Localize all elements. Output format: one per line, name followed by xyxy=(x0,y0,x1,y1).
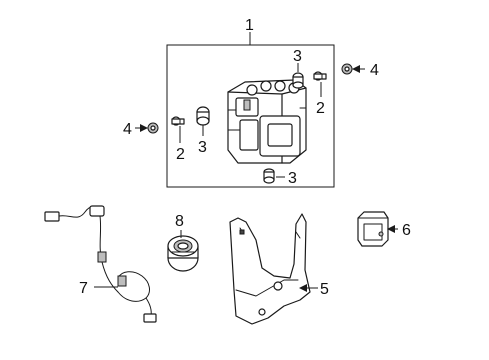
callout-8: 8 xyxy=(175,213,184,230)
callout-3-bottom: 3 xyxy=(288,170,297,187)
callout-4-right: 4 xyxy=(370,62,379,79)
callout-6: 6 xyxy=(402,222,411,239)
mounting-bracket xyxy=(229,213,311,325)
bearing xyxy=(167,235,199,272)
bushing-left xyxy=(196,106,210,126)
bushing-bottom xyxy=(263,168,275,184)
nut-left xyxy=(147,122,159,134)
bolt-right xyxy=(313,71,327,81)
callout-1: 1 xyxy=(245,17,254,34)
callout-2-right: 2 xyxy=(316,100,325,117)
nut-right xyxy=(341,63,353,75)
bushing-top xyxy=(292,72,304,89)
insulator-block xyxy=(357,211,389,247)
callout-3-left: 3 xyxy=(198,139,207,156)
speed-sensor-harness xyxy=(44,205,157,323)
callout-2-left: 2 xyxy=(176,146,185,163)
callout-7: 7 xyxy=(79,280,88,297)
callout-4-left: 4 xyxy=(123,121,132,138)
callout-5: 5 xyxy=(320,281,329,298)
abs-actuator xyxy=(227,79,307,164)
callout-3-top: 3 xyxy=(293,48,302,65)
bolt-left xyxy=(171,116,185,126)
